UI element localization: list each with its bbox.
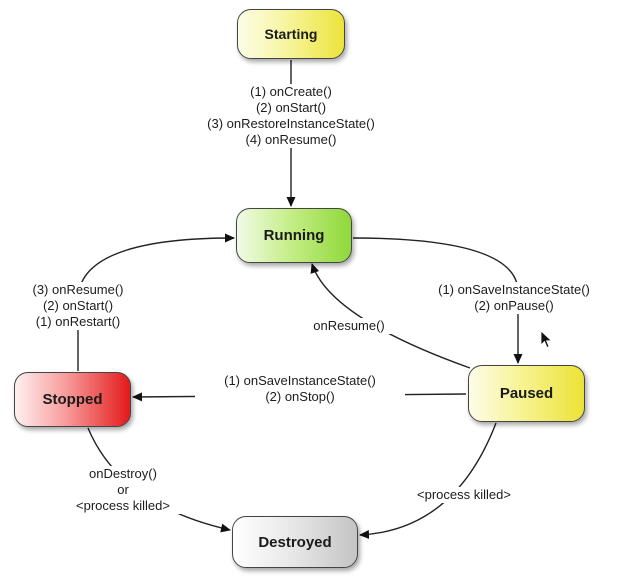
label-running-to-paused: (1) onSaveInstanceState() (2) onPause() — [414, 282, 614, 314]
state-starting: Starting — [237, 9, 345, 59]
mouse-pointer-icon — [540, 330, 553, 349]
label-stopped-to-running: (3) onResume() (2) onStart() (1) onResta… — [15, 282, 141, 330]
label-starting-to-running: (1) onCreate() (2) onStart() (3) onResto… — [178, 84, 404, 148]
arrow-paused-to-running — [310, 263, 471, 369]
state-paused: Paused — [468, 365, 585, 422]
label-paused-to-stopped: (1) onSaveInstanceState() (2) onStop() — [195, 373, 405, 405]
arrow-paused-to-destroyed — [359, 422, 497, 540]
label-paused-to-running: onResume() — [300, 318, 398, 334]
state-destroyed: Destroyed — [232, 516, 358, 568]
label-stopped-to-destroyed: onDestroy() or <process killed> — [55, 466, 191, 514]
state-running: Running — [236, 208, 352, 263]
state-stopped: Stopped — [14, 372, 131, 427]
label-paused-to-destroyed: <process killed> — [400, 487, 528, 503]
